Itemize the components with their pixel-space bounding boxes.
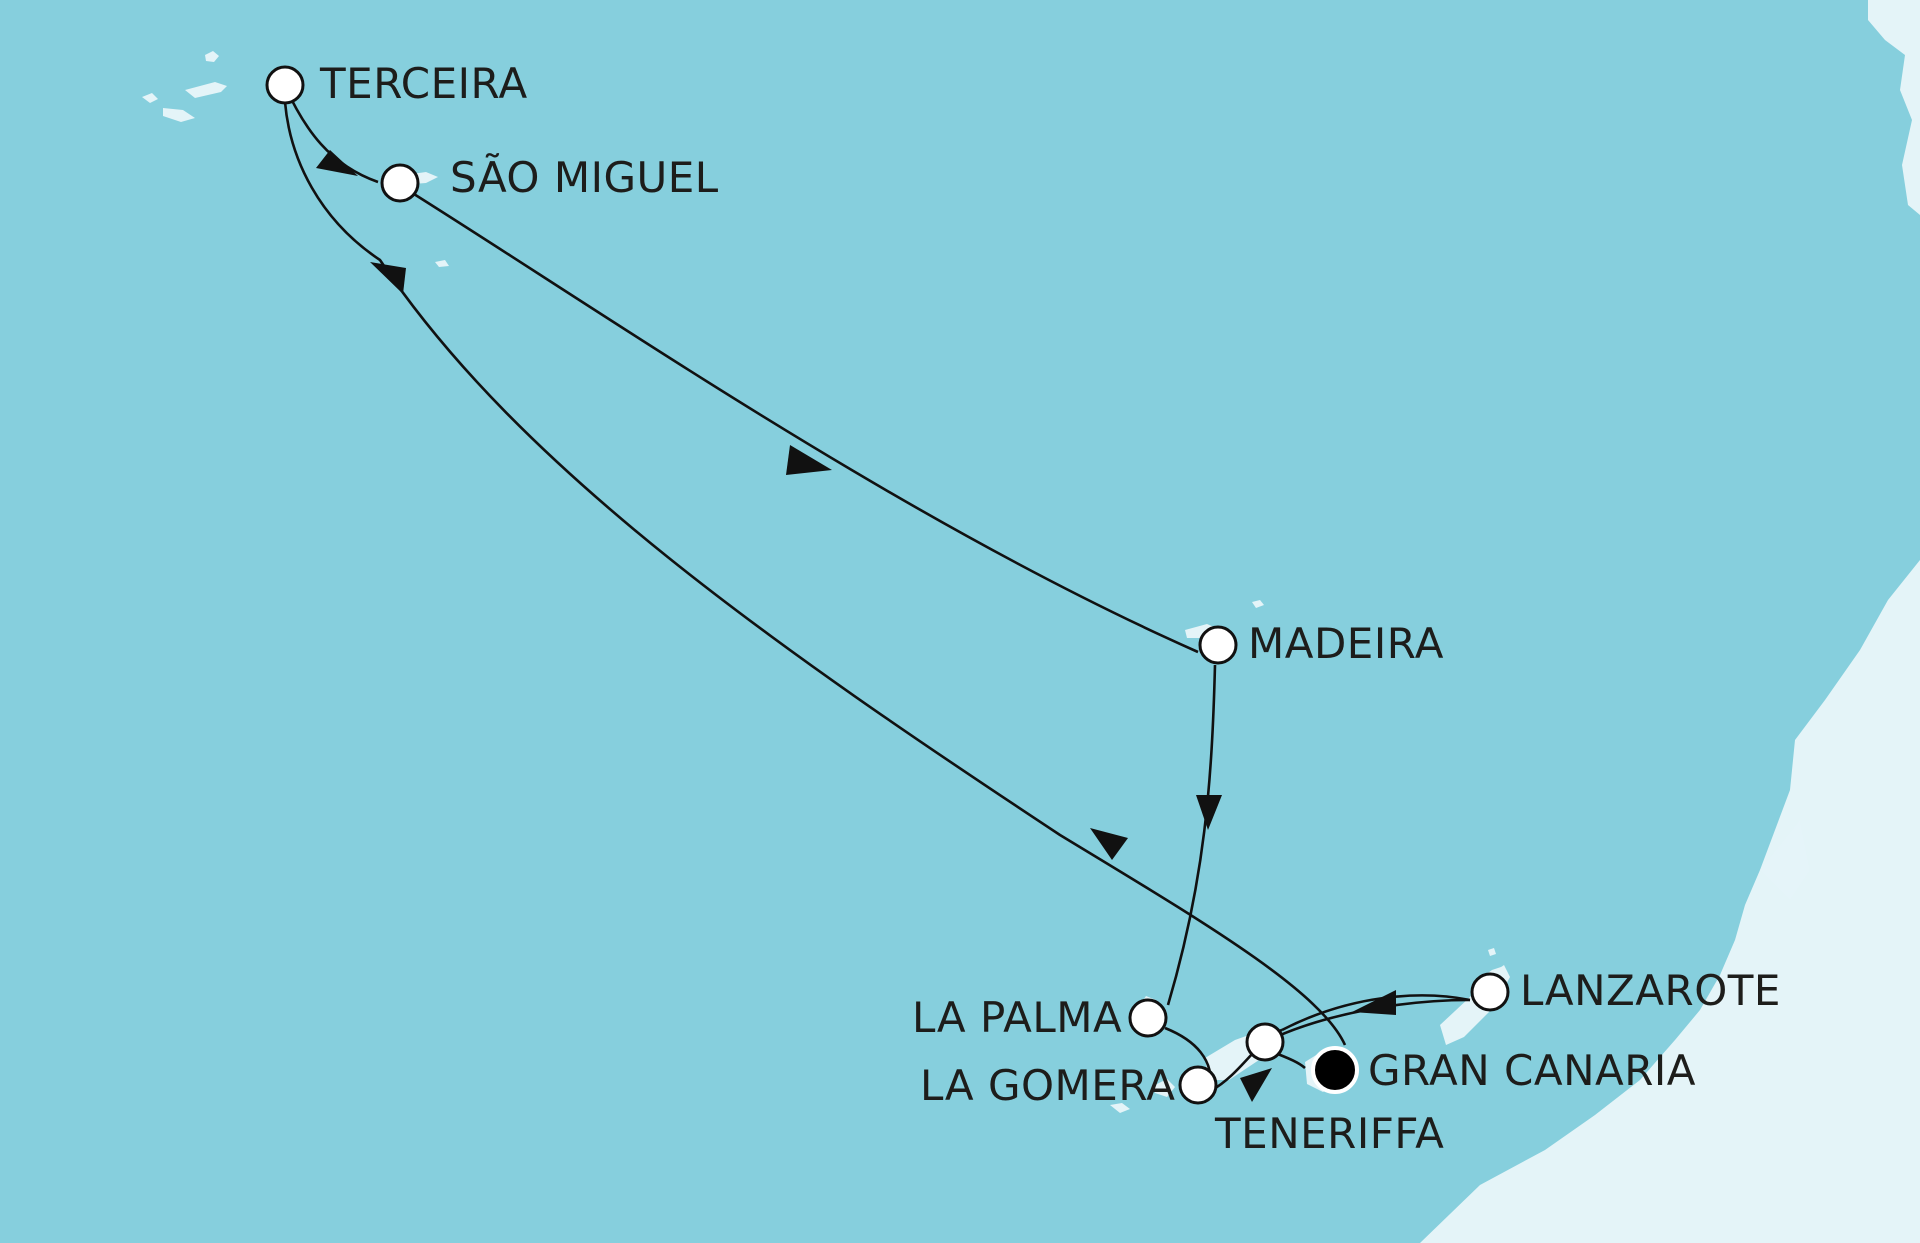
port-labels: TERCEIRA SÃO MIGUEL MADEIRA LA PALMA LA … [319,59,1781,1158]
label-sao-miguel: SÃO MIGUEL [450,152,719,202]
land-africa [1420,560,1920,1243]
land-iberia [1868,0,1920,215]
island-alegranza [1488,948,1496,956]
island-porto-santo [1252,600,1264,608]
arrow-icon [1352,990,1396,1015]
port-marker-lanzarote[interactable] [1470,972,1510,1012]
island-flores [205,51,219,62]
port-marker-la-gomera[interactable] [1178,1065,1218,1105]
route-sao-miguel-madeira [397,182,1199,654]
island-el-hierro [1110,1103,1130,1113]
label-gran-canaria: GRAN CANARIA [1368,1046,1696,1095]
arrow-icon [786,445,832,475]
route-arrows [316,150,1396,1102]
port-marker-la-palma[interactable] [1128,998,1168,1038]
port-marker-madeira[interactable] [1198,625,1238,665]
arrow-icon [1196,795,1222,830]
route-gran-canaria-terceira [283,101,1347,1046]
arrow-icon [370,262,406,294]
label-madeira: MADEIRA [1248,619,1444,668]
label-lanzarote: LANZAROTE [1520,966,1781,1015]
port-marker-tenerife[interactable] [1245,1022,1285,1062]
label-la-gomera: LA GOMERA [920,1061,1176,1110]
island-la-gomera [1155,1079,1175,1097]
ports [265,65,1510,1105]
route-madeira-la-palma [1166,664,1217,1006]
island-sao-jorge [142,93,158,103]
port-marker-gran-canaria[interactable] [1311,1046,1359,1094]
arrow-icon [1090,828,1128,860]
label-terceira: TERCEIRA [319,59,528,108]
route-lanzarote-gran-canaria [1261,998,1471,1070]
label-tenerife: TENERIFFA [1214,1109,1444,1158]
label-la-palma: LA PALMA [912,993,1122,1042]
island-santa-maria [435,260,449,267]
island-faial [163,108,195,122]
arrow-icon [316,150,358,176]
island-pico [185,82,227,98]
port-marker-terceira[interactable] [265,65,305,105]
land-africa-shore [1760,820,1810,900]
arrow-icon [1240,1068,1272,1102]
port-marker-sao-miguel[interactable] [380,163,420,203]
